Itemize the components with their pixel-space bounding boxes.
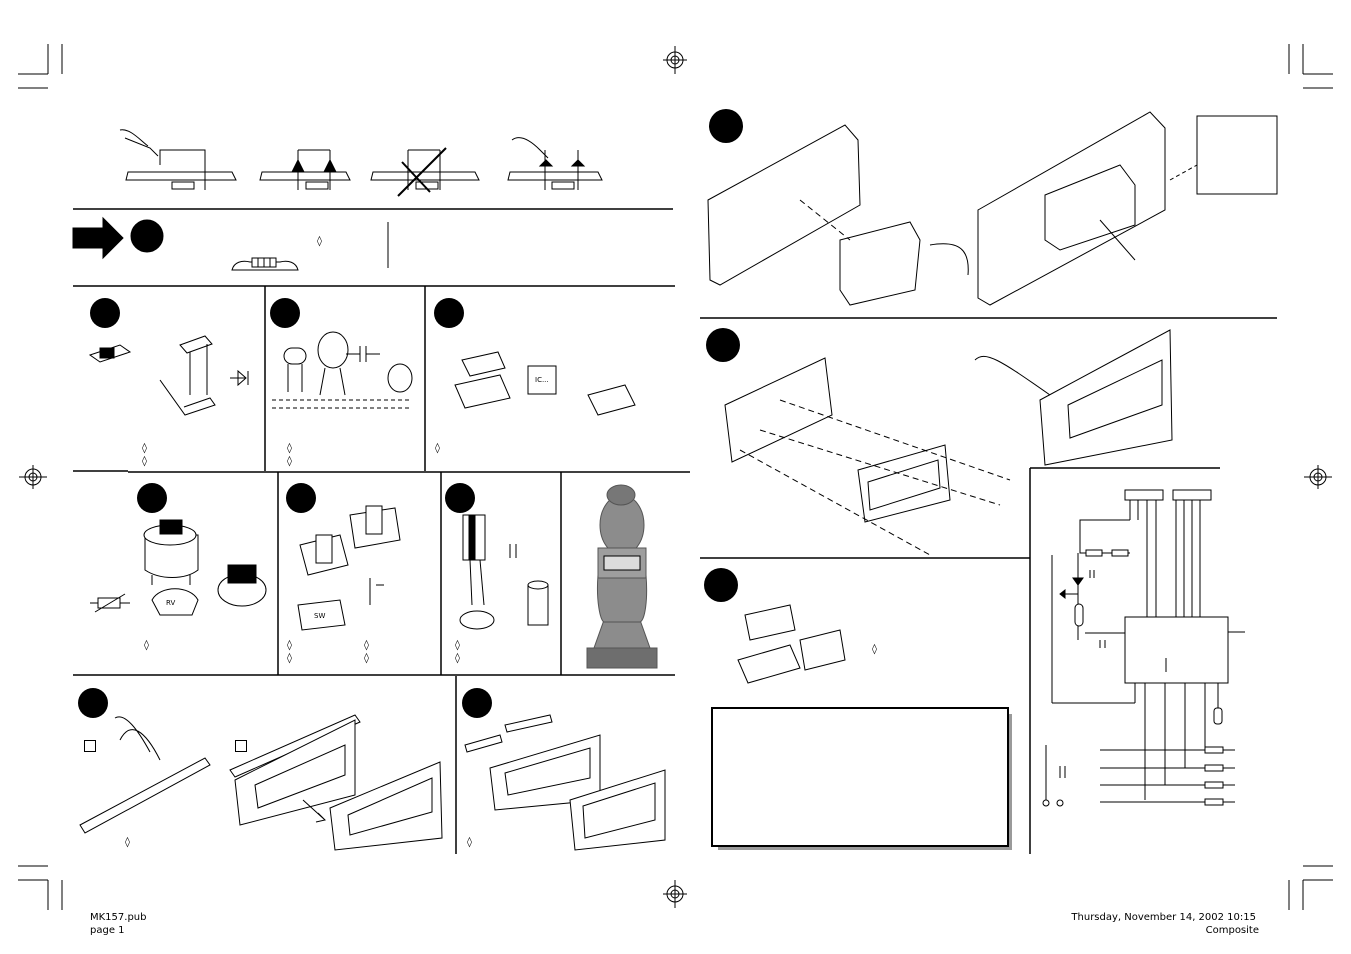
- step-circle-2: [270, 298, 300, 328]
- display-standoff-illustration: [724, 329, 1173, 556]
- step-circle-4: [137, 483, 167, 513]
- diamond-mark: ◊: [287, 443, 292, 454]
- crop-mark-top-left: [18, 44, 63, 89]
- rv-label: RV: [166, 599, 176, 607]
- arrow-icon: [72, 216, 124, 260]
- sw-label: SW: [314, 612, 326, 620]
- step-circle-5: [286, 483, 316, 513]
- pcb-box-assembly-illustration: [707, 111, 1278, 306]
- diamond-mark: ◊: [125, 837, 130, 848]
- checkbox-a[interactable]: [84, 740, 96, 752]
- diamond-mark: ◊: [455, 653, 460, 664]
- section-dividers-right: [700, 317, 1277, 854]
- diamond-mark: ◊: [142, 443, 147, 454]
- diamond-mark: ◊: [435, 443, 440, 454]
- display-mount-illustration: [464, 714, 666, 851]
- footer-timestamp: Thursday, November 14, 2002 10:15: [1071, 912, 1256, 923]
- ic-placement-illustration: [737, 604, 846, 684]
- registration-mark-bottom: [663, 880, 687, 908]
- section-dividers-left: [73, 208, 690, 854]
- step-circle-10: [706, 328, 740, 362]
- step-circle-0: [130, 219, 164, 253]
- resistor-bend-illustration: [231, 257, 299, 271]
- ic-socket-illustration: [454, 351, 636, 416]
- step-circle-11: [704, 568, 738, 602]
- statue-image: [586, 484, 658, 669]
- crop-mark-bottom-left: [18, 865, 63, 910]
- step-circle-9: [709, 109, 743, 143]
- ic-label: IC...: [535, 376, 549, 384]
- footer-filename: MK157.pub: [90, 912, 147, 923]
- capacitor-illustration: [272, 331, 413, 409]
- diamond-mark: ◊: [142, 456, 147, 467]
- crop-mark-top-right: [1288, 44, 1333, 89]
- diamond-mark: ◊: [287, 456, 292, 467]
- checkbox-b[interactable]: [235, 740, 247, 752]
- schematic-diagram: [1042, 489, 1245, 807]
- pushbutton-illustration: [297, 505, 401, 631]
- registration-mark-right: [1304, 465, 1332, 489]
- registration-mark-top: [663, 46, 687, 74]
- diamond-mark: ◊: [455, 640, 460, 651]
- diamond-mark: ◊: [872, 644, 877, 655]
- step-circle-1: [90, 298, 120, 328]
- footer-page: page 1: [90, 925, 125, 936]
- step-circle-3: [434, 298, 464, 328]
- diamond-mark: ◊: [317, 236, 322, 247]
- diamond-mark: ◊: [144, 640, 149, 651]
- trimmer-illustration: [90, 519, 267, 616]
- electrolytic-capacitor-illustration: [459, 514, 549, 630]
- diamond-mark: ◊: [287, 640, 292, 651]
- diamond-mark: ◊: [364, 640, 369, 651]
- pin-header-illustration: [79, 714, 443, 851]
- step-circle-6: [445, 483, 475, 513]
- diode-illustration: [88, 335, 249, 416]
- diamond-mark: ◊: [467, 837, 472, 848]
- footer-mode: Composite: [1205, 925, 1259, 936]
- magnifier-detail: [1205, 124, 1269, 186]
- crop-mark-bottom-right: [1288, 865, 1333, 910]
- step-circle-7: [78, 688, 108, 718]
- registration-mark-left: [19, 465, 47, 489]
- step-circle-8: [462, 688, 492, 718]
- note-box: [711, 707, 1009, 847]
- diamond-mark: ◊: [364, 653, 369, 664]
- soldering-steps-illustration: [119, 129, 603, 197]
- diamond-mark: ◊: [287, 653, 292, 664]
